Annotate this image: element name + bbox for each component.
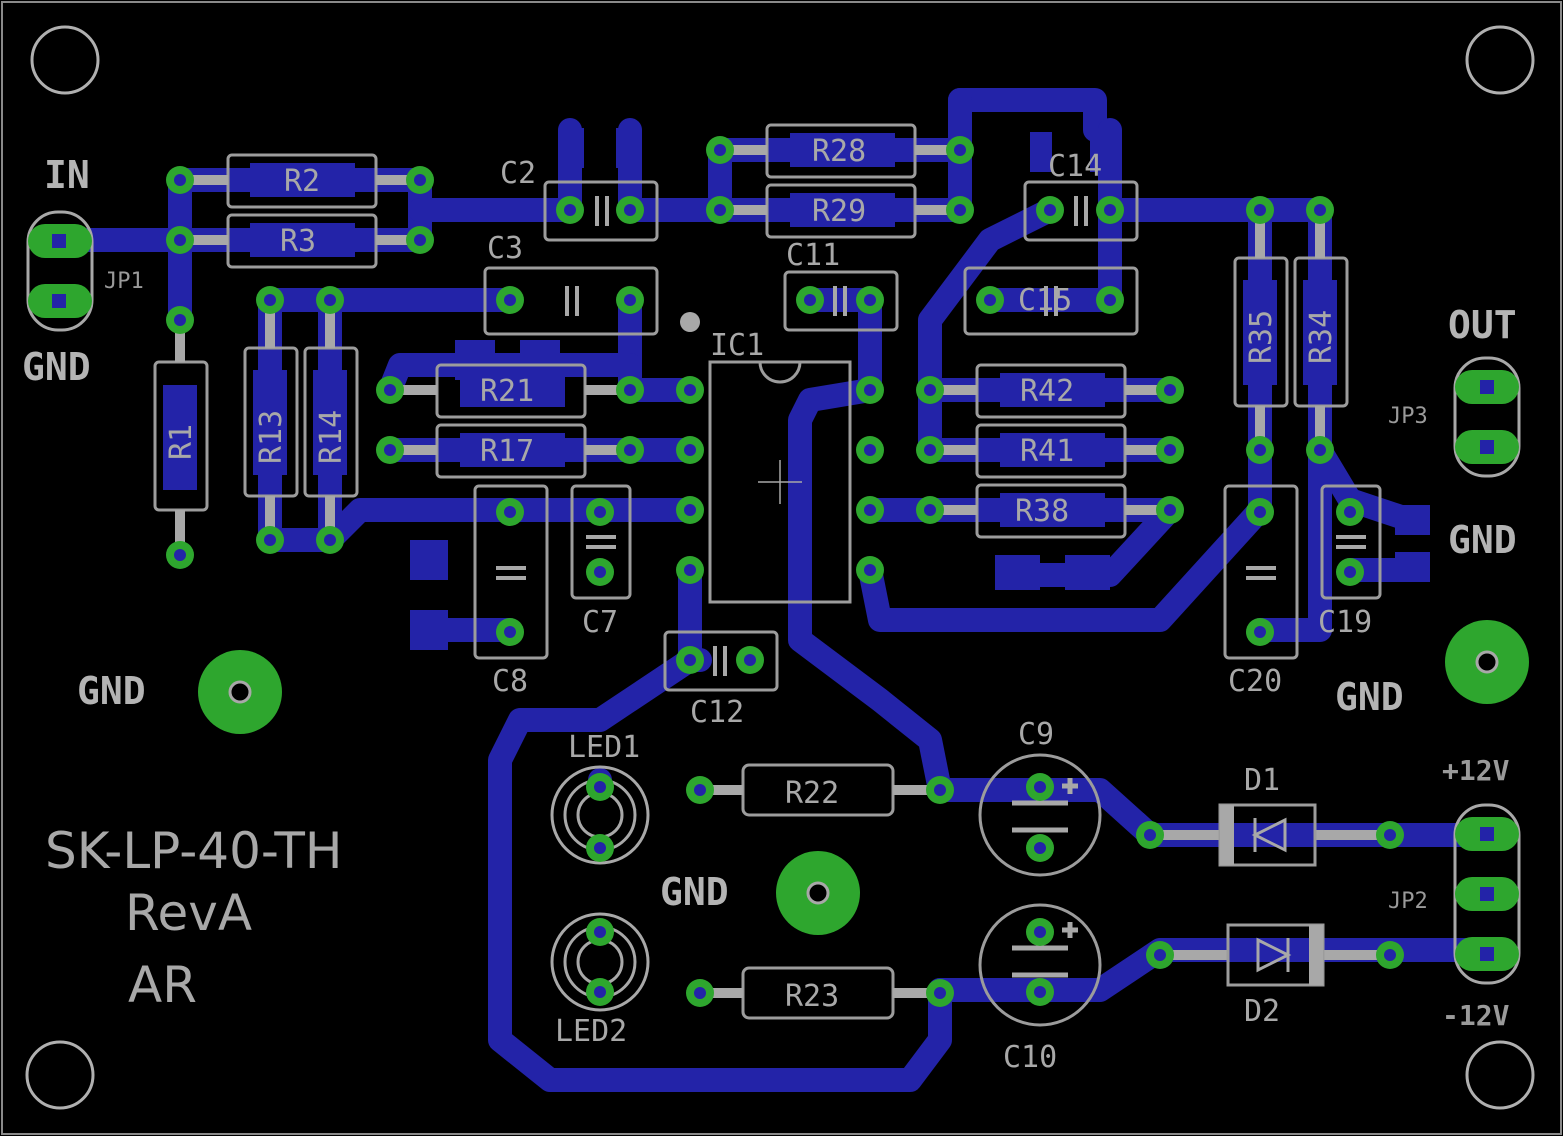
- jp3-label: JP3: [1388, 404, 1428, 429]
- gnd-pad-center: [776, 851, 860, 935]
- c12-label: C12: [690, 695, 744, 730]
- c7-label: C7: [582, 605, 618, 640]
- mounting-hole-br: [1465, 1040, 1535, 1110]
- r38-label: R38: [1015, 494, 1069, 529]
- d1-label: D1: [1244, 763, 1280, 798]
- led1-label: LED1: [568, 730, 640, 765]
- c20-label: C20: [1228, 664, 1282, 699]
- plus12v-label: +12V: [1442, 754, 1510, 787]
- r2-label: R2: [284, 164, 320, 199]
- r41-label: R41: [1020, 434, 1074, 469]
- gnd-label-center: GND: [660, 870, 729, 914]
- mounting-hole-tr: [1465, 25, 1535, 95]
- silkscreen-labels: IN GND JP1 OUT JP3 GND +12V JP2 -12V GND…: [22, 134, 1517, 1075]
- out-gnd-label: GND: [1448, 518, 1517, 562]
- r23-label: R23: [785, 979, 839, 1014]
- gnd-label-left: GND: [77, 669, 146, 713]
- led2-label: LED2: [555, 1014, 627, 1049]
- mounting-hole-bl: [25, 1040, 95, 1110]
- r22-label: R22: [785, 776, 839, 811]
- mounting-hole-tl: [30, 25, 100, 95]
- board-revision: RevA: [125, 884, 252, 942]
- c8-label: C8: [492, 664, 528, 699]
- tht-pads: [28, 136, 1529, 1007]
- out-label: OUT: [1448, 303, 1517, 347]
- r13-label: R13: [254, 410, 289, 464]
- c19-label: C19: [1318, 605, 1372, 640]
- c15-label: C15: [1018, 283, 1072, 318]
- r28-label: R28: [812, 134, 866, 169]
- c10-label: C10: [1003, 1040, 1057, 1075]
- d2-label: D2: [1244, 994, 1280, 1029]
- r35-label: R35: [1244, 310, 1279, 364]
- r21-label: R21: [480, 374, 534, 409]
- minus12v-label: -12V: [1442, 999, 1510, 1032]
- r42-label: R42: [1020, 374, 1074, 409]
- in-gnd-label: GND: [22, 345, 91, 389]
- gnd-pad-left: [198, 650, 282, 734]
- gnd-pad-right: [1445, 620, 1529, 704]
- ic1-body: [680, 312, 852, 604]
- c3-label: C3: [487, 231, 523, 266]
- gnd-label-right: GND: [1335, 675, 1404, 719]
- c2-label: C2: [500, 156, 536, 191]
- c14-label: C14: [1048, 149, 1102, 184]
- diode-bodies: [1218, 803, 1325, 987]
- resistor-bodies: [153, 123, 1349, 1020]
- jp2-label: JP2: [1388, 889, 1428, 914]
- in-label: IN: [44, 153, 90, 197]
- c11-label: C11: [786, 238, 840, 273]
- board-title: SK-LP-40-TH: [45, 822, 343, 880]
- c9-label: C9: [1018, 717, 1054, 752]
- r14-label: R14: [314, 410, 349, 464]
- r1-label: R1: [164, 424, 199, 460]
- r3-label: R3: [280, 224, 316, 259]
- r29-label: R29: [812, 194, 866, 229]
- ic1-label: IC1: [710, 328, 764, 363]
- r34-label: R34: [1304, 310, 1339, 364]
- r17-label: R17: [480, 434, 534, 469]
- board-author: AR: [128, 956, 197, 1014]
- mounting-holes: [25, 25, 1535, 1110]
- capacitor-bodies: [473, 180, 1382, 1027]
- jp1-label: JP1: [104, 269, 144, 294]
